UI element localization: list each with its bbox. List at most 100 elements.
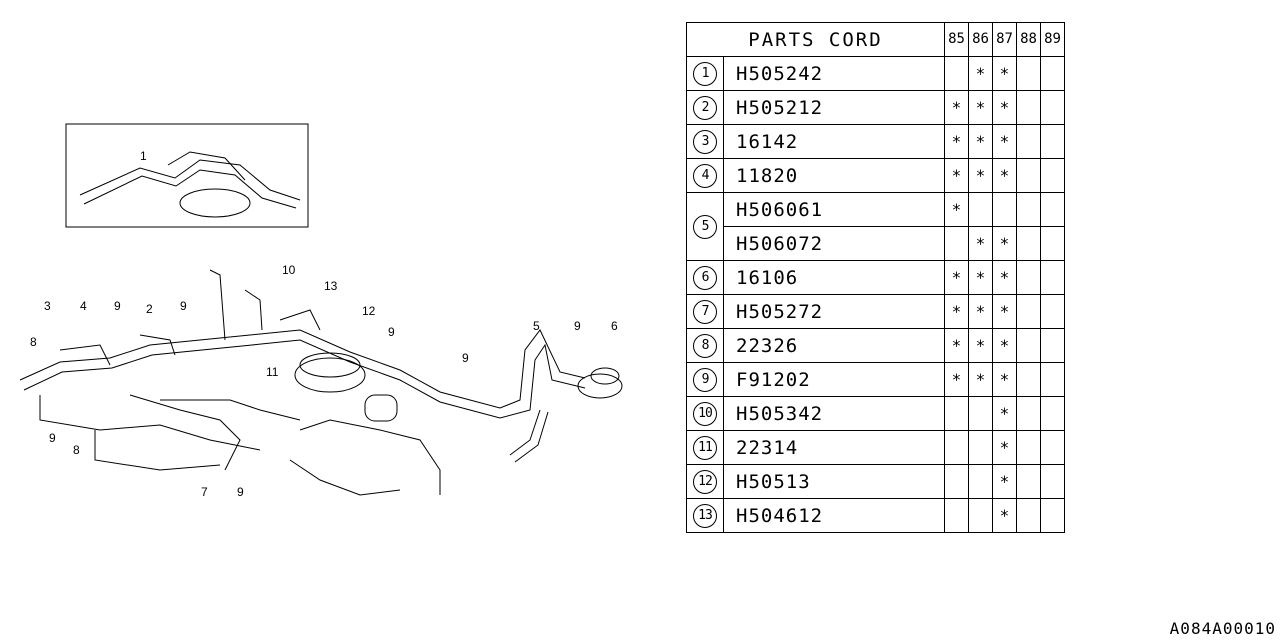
ref-cell: 7 [686, 294, 724, 329]
year-89-header: 89 [1040, 22, 1065, 57]
year-88-mark [1016, 124, 1041, 159]
year-86-mark: * [968, 124, 993, 159]
year-85-mark: * [944, 294, 969, 329]
year-88-mark [1016, 192, 1041, 227]
table-row: H506072** [687, 226, 1065, 261]
year-89-mark [1040, 498, 1065, 533]
ref-number: 6 [693, 265, 717, 290]
year-85-mark: * [944, 90, 969, 125]
ref-number: 13 [693, 503, 717, 528]
ref-cell: 9 [686, 362, 724, 397]
year-87-mark: * [992, 396, 1017, 431]
year-85-mark: * [944, 260, 969, 295]
year-85-mark [944, 226, 969, 261]
year-86-mark: * [968, 90, 993, 125]
year-88-mark [1016, 56, 1041, 91]
ref-cell: 2 [686, 90, 724, 125]
year-85-mark: * [944, 328, 969, 363]
callout: 8 [73, 443, 80, 457]
engine-hose-illustration [19, 123, 623, 496]
callout: 3 [44, 299, 51, 313]
year-85-mark: * [944, 192, 969, 227]
year-88-mark [1016, 396, 1041, 431]
year-88-mark [1016, 260, 1041, 295]
year-87-mark: * [992, 328, 1017, 363]
ref-cell: 6 [686, 260, 724, 295]
year-86-mark: * [968, 260, 993, 295]
part-code: 22314 [723, 430, 945, 465]
callout: 6 [611, 319, 618, 333]
year-86-mark [968, 498, 993, 533]
year-85-mark: * [944, 124, 969, 159]
callout: 9 [114, 299, 121, 313]
ref-number: 8 [693, 333, 717, 358]
ref-cell: 5 [686, 192, 724, 261]
year-85-mark [944, 430, 969, 465]
year-85-mark [944, 498, 969, 533]
year-85-mark: * [944, 362, 969, 397]
ref-cell: 4 [686, 158, 724, 193]
callout: 12 [362, 304, 376, 318]
year-89-mark [1040, 192, 1065, 227]
year-89-mark [1040, 430, 1065, 465]
year-88-mark [1016, 498, 1041, 533]
year-86-mark [968, 430, 993, 465]
callout: 9 [388, 325, 395, 339]
year-88-header: 88 [1016, 22, 1041, 57]
ref-cell: 8 [686, 328, 724, 363]
parts-diagram: 1 3 4 9 2 9 10 13 12 9 5 9 6 9 8 9 8 7 9… [19, 123, 623, 499]
year-87-mark: * [992, 158, 1017, 193]
year-87-mark: * [992, 226, 1017, 261]
ref-number: 9 [693, 367, 717, 392]
ref-cell: 11 [686, 430, 724, 465]
year-86-header: 86 [968, 22, 993, 57]
ref-number: 10 [693, 401, 717, 426]
year-86-mark: * [968, 294, 993, 329]
callout: 9 [237, 485, 244, 499]
year-88-mark [1016, 90, 1041, 125]
year-86-mark: * [968, 362, 993, 397]
part-code: 11820 [723, 158, 945, 193]
ref-cell: 10 [686, 396, 724, 431]
year-87-mark: * [992, 260, 1017, 295]
ref-number: 3 [693, 129, 717, 154]
part-code: H504612 [723, 498, 945, 533]
ref-cell: 12 [686, 464, 724, 499]
part-code: H505212 [723, 90, 945, 125]
part-code: H50513 [723, 464, 945, 499]
inset-callout: 1 [140, 149, 147, 163]
year-86-mark [968, 464, 993, 499]
year-87-mark: * [992, 362, 1017, 397]
year-87-mark [992, 192, 1017, 227]
part-code: 16106 [723, 260, 945, 295]
callout: 4 [80, 299, 87, 313]
year-87-mark: * [992, 90, 1017, 125]
part-code: H506061 [723, 192, 945, 227]
year-89-mark [1040, 260, 1065, 295]
part-code: H505342 [723, 396, 945, 431]
ref-cell: 3 [686, 124, 724, 159]
part-code: H505272 [723, 294, 945, 329]
part-code: F91202 [723, 362, 945, 397]
year-87-mark: * [992, 464, 1017, 499]
ref-number: 2 [693, 95, 717, 120]
year-88-mark [1016, 362, 1041, 397]
ref-number: 5 [693, 214, 717, 239]
year-89-mark [1040, 328, 1065, 363]
callout: 7 [201, 485, 208, 499]
year-88-mark [1016, 294, 1041, 329]
ref-number: 12 [693, 469, 717, 494]
parts-cord-header: PARTS CORD [686, 22, 945, 57]
year-86-mark: * [968, 226, 993, 261]
year-87-header: 87 [992, 22, 1017, 57]
year-86-mark [968, 396, 993, 431]
